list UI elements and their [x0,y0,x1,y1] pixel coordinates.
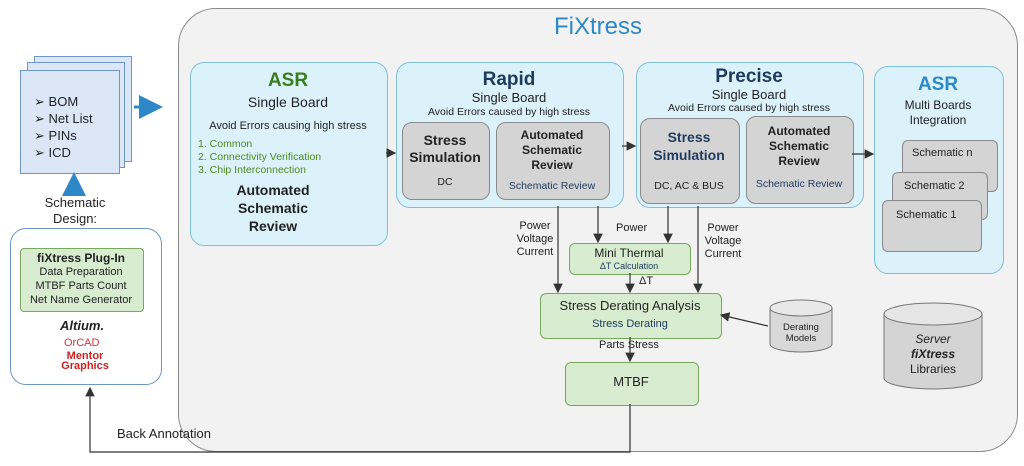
plugin-line: Data Preparation [39,266,123,278]
stress-derating-title: Stress Derating Analysis [559,298,701,313]
precise-stress-title: Stress Simulation [653,129,725,163]
derating-models-arrow [719,312,769,327]
rapid-stress-title: Stress Simulation [409,132,481,165]
server-libraries-cylinder [883,302,983,390]
arrow-bullet-icon: ➢ [34,145,45,160]
mentor-graphics-logo: Mentor Graphics [61,350,109,372]
schematic-card-label: Schematic 2 [904,180,965,192]
orcad-logo: OrCAD [64,337,100,349]
derating-models-cylinder [769,299,833,353]
asr-multi-title: ASR [917,74,959,95]
precise-stress-simulation-box [640,118,740,204]
asr-check-list: 1. Common 2. Connectivity Verification 3… [198,138,321,177]
back-annotation-arrow [85,386,631,453]
asr-single-footer: Automated Schematic Review [236,182,310,234]
document-item-list: ➢ BOM ➢ Net List ➢ PINs ➢ ICD [34,93,93,161]
plugin-text: fiXtress Plug-In Data Preparation MTBF P… [20,251,142,307]
asr-single-title: ASR [267,70,309,91]
precise-desc: Avoid Errors caused by high stress [667,102,831,114]
mtbf-box [565,362,699,406]
server-libraries-label: Server fiXtress Libraries [909,332,957,376]
schematic-card-label: Schematic n [912,147,973,159]
document-item: ➢ PINs [34,128,77,143]
rapid-automated-review-box [496,122,610,200]
page-title: FiXtress [553,13,642,40]
plugin-box [20,248,144,312]
mini-thermal-title: Mini Thermal [594,246,664,260]
altium-logo: Altium. [60,318,105,333]
schematic-card-label: Schematic 1 [896,209,957,221]
asr-check-item: 1. Common [198,138,253,150]
stress-derating-sub: Stress Derating [592,318,668,330]
pvc-right-label: Power Voltage Current [704,222,742,260]
asr-single-desc: Avoid Errors causing high stress [209,120,367,132]
precise-stress-sub: DC, AC & BUS [654,180,724,192]
arrow-bullet-icon: ➢ [34,111,45,126]
asr-check-item: 3. Chip Interconnection [198,164,306,176]
mtbf-label: MTBF [613,374,649,389]
pvc-left-label: Power Voltage Current [516,220,554,258]
parts-stress-label: Parts Stress [599,339,659,351]
stress-derating-box [540,293,722,339]
rapid-stress-simulation-box [402,122,490,200]
asr-single-board-box [190,62,388,246]
precise-auto-title: Automated Schematic Review [767,124,831,168]
derating-models-label: Derating Models [783,322,819,344]
schematic-design-caption: Schematic Design: [44,195,106,226]
rapid-auto-sub: Schematic Review [508,180,596,192]
rapid-subtitle: Single Board [471,90,547,105]
rapid-stress-sub: DC [437,176,453,188]
rapid-title: Rapid [482,69,536,90]
arrow-bullet-icon: ➢ [34,128,45,143]
delta-t-label: ΔT [639,275,654,287]
back-annotation-label: Back Annotation [117,426,211,441]
arrow-bullet-icon: ➢ [34,94,45,109]
plugin-line: MTBF Parts Count [35,280,127,292]
document-item: ➢ ICD [34,145,71,160]
document-item: ➢ Net List [34,111,93,126]
plugin-title: fiXtress Plug-In [36,251,125,265]
schematic-card [882,200,982,252]
precise-auto-sub: Schematic Review [755,178,843,190]
document-item: ➢ BOM [34,94,79,109]
rapid-desc: Avoid Errors caused by high stress [427,106,591,118]
plugin-line: Net Name Generator [29,294,133,306]
precise-subtitle: Single Board [711,87,787,102]
asr-check-item: 2. Connectivity Verification [198,151,322,163]
asr-multi-desc: Multi Boards Integration [904,98,972,127]
precise-title: Precise [715,66,783,87]
mini-thermal-sub: ΔT Calculation [599,261,659,271]
rapid-auto-title: Automated Schematic Review [520,128,584,172]
asr-single-subtitle: Single Board [247,94,329,110]
power-mid-label: Power [616,222,648,234]
precise-automated-review-box [746,116,854,204]
